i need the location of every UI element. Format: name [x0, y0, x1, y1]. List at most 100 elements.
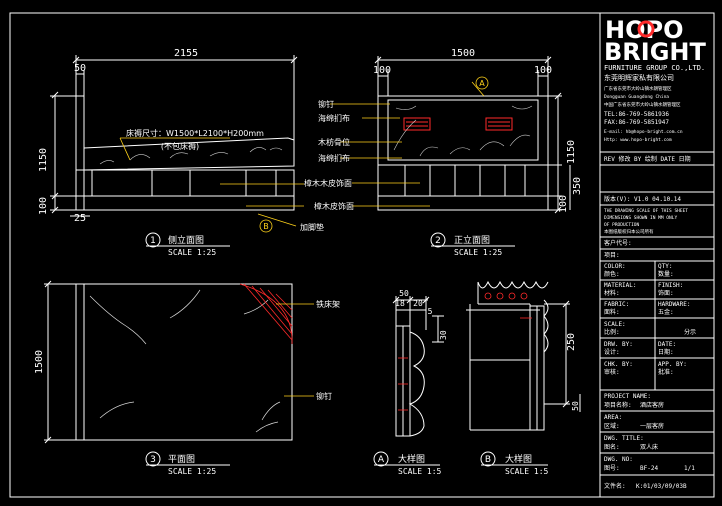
- checked-by-label: CHK. BY:: [604, 361, 633, 368]
- scale-label: SCALE:: [604, 321, 626, 328]
- company-cn: 东莞明辉家私有限公司: [604, 73, 674, 82]
- approved-by-label: APP. BY:: [658, 361, 687, 368]
- file-value: K:01/03/09/03B: [636, 483, 687, 490]
- rev-header: REV 修改 BY 绘制 DATE 日期: [604, 155, 691, 163]
- client-code: 客户代号:: [604, 239, 632, 247]
- view-3-marker: [145, 451, 161, 467]
- view-b-letter: B: [485, 455, 491, 465]
- front-marble: [393, 105, 533, 157]
- callout-b-label: B: [263, 222, 269, 231]
- hardware-label: HARDWARE:: [658, 301, 691, 308]
- finish-value: 饰面:: [658, 289, 674, 297]
- dim-front-100: 100: [558, 195, 569, 213]
- view-b-scale: SCALE 1:5: [505, 467, 549, 476]
- fax: FAX:86-769-5851947: [604, 119, 669, 126]
- view-2-marker: [430, 232, 446, 248]
- view-a-letter: A: [378, 455, 385, 465]
- hardware-value: 五金:: [658, 308, 674, 316]
- dim-a-30: 30: [439, 330, 448, 340]
- website: Http: www.hopo-bright.com: [604, 137, 672, 143]
- drawing-title-prefix: 图名:: [604, 443, 620, 451]
- file-label: 文件名:: [604, 482, 626, 490]
- view-3-scale: SCALE 1:25: [168, 467, 216, 476]
- note-iron-frame: 铁床架: [316, 299, 340, 309]
- dim-plan-height: 1500: [34, 350, 45, 374]
- plan-marble: [89, 289, 281, 433]
- front-leaders: [330, 81, 485, 207]
- finish-label: FINISH:: [658, 282, 683, 289]
- view-b-marker: [480, 451, 496, 467]
- dim-side-height: 1150: [38, 148, 49, 172]
- material-value: 材料:: [604, 289, 620, 297]
- plan-view: [44, 280, 293, 444]
- side-leaders: [119, 137, 304, 227]
- view-3-number: 3: [150, 455, 156, 465]
- dim-b-50: 50: [571, 401, 580, 411]
- drawing-no-label: DWG. NO:: [604, 456, 633, 463]
- date-value: 日期:: [658, 348, 674, 356]
- view-1-title: 侧立面图: [168, 234, 204, 246]
- version: 版本(V): V1.0 04.10.14: [604, 195, 681, 203]
- sheet-border: [9, 12, 715, 498]
- view-2-title: 正立面图: [454, 234, 490, 246]
- detail-a: [392, 296, 444, 437]
- email: E-mail: hb@hopo-bright.com.cn: [604, 129, 683, 135]
- scale-value: 比例:: [604, 328, 620, 336]
- note-veneer-1: 樟木木皮饰面: [304, 178, 352, 188]
- drawing-title-label: DWG. TITLE:: [604, 435, 644, 442]
- approved-by-value: 批准:: [658, 368, 674, 376]
- drawn-by-label: DRW. BY:: [604, 341, 633, 348]
- dim-side-width: 2155: [174, 48, 198, 59]
- dim-a-5: 5: [428, 307, 433, 316]
- dim-side-base: 100: [38, 197, 49, 215]
- sheet-value: 1/1: [684, 465, 695, 472]
- fabric-label: FABRIC:: [604, 301, 629, 308]
- callout-a-marker: [475, 76, 489, 90]
- dim-front-350: 350: [572, 177, 583, 195]
- dim-a-50: 50: [399, 289, 409, 298]
- unit-value: 分示: [684, 328, 696, 336]
- project-label: 项目:: [604, 252, 620, 259]
- view-a-title: 大样图: [398, 453, 425, 465]
- dim-b-250: 250: [566, 333, 577, 351]
- view-a-scale: SCALE 1:5: [398, 467, 442, 476]
- address-1: 广东省东莞市大岭山镇水朗管理区: [604, 85, 672, 92]
- note-line-3: OF PRODUCTION: [604, 222, 640, 228]
- dim-front-height: 1150: [566, 140, 577, 164]
- dim-front-right: 100: [534, 65, 552, 76]
- note-sponge-fabric-1: 海绵扪布: [318, 113, 350, 123]
- tel: TEL:86-769-5861936: [604, 111, 669, 118]
- view-a-marker: [373, 451, 389, 467]
- address-2: Dongguan Guangdong China: [604, 94, 669, 100]
- view-2-number: 2: [435, 236, 441, 246]
- view-1-marker: [145, 232, 161, 248]
- side-elevation: [50, 55, 298, 217]
- project-name-value: 酒店客房: [640, 401, 664, 409]
- note-plan-rivet: 铆钉: [316, 391, 332, 401]
- view-b-title: 大样图: [505, 453, 532, 465]
- dim-front-width: 1500: [451, 48, 475, 59]
- dim-side-left: 50: [74, 63, 86, 74]
- area-label: AREA:: [604, 414, 622, 421]
- bed-size-note: 床褥尺寸：W1500*L2100*H200mm: [126, 128, 264, 138]
- dim-a-20: 20: [413, 299, 423, 308]
- note-line-1: THE DRAWING SCALE OF THIS SHEET: [604, 208, 688, 214]
- front-pillows: [403, 117, 513, 131]
- color-label: COLOR:: [604, 263, 626, 270]
- qty-label: QTY:: [658, 263, 672, 270]
- view-1-number: 1: [150, 236, 156, 246]
- logo-hopo: HOPO: [605, 16, 683, 44]
- date-label: DATE:: [658, 341, 676, 348]
- note-foot-pad: 加脚垫: [300, 222, 324, 232]
- callout-a-label: A: [479, 79, 485, 88]
- qty-value: 数量:: [658, 270, 674, 278]
- drawing-title-value: 双人床: [640, 443, 658, 451]
- checked-by-value: 审核:: [604, 368, 620, 376]
- side-mattress-marble: [99, 147, 283, 165]
- view-1-scale: SCALE 1:25: [168, 248, 216, 257]
- drawn-by-value: 设计:: [604, 348, 620, 356]
- detail-b-rivets: [484, 292, 532, 319]
- detail-b: [466, 280, 581, 431]
- plan-leaders: [276, 303, 314, 397]
